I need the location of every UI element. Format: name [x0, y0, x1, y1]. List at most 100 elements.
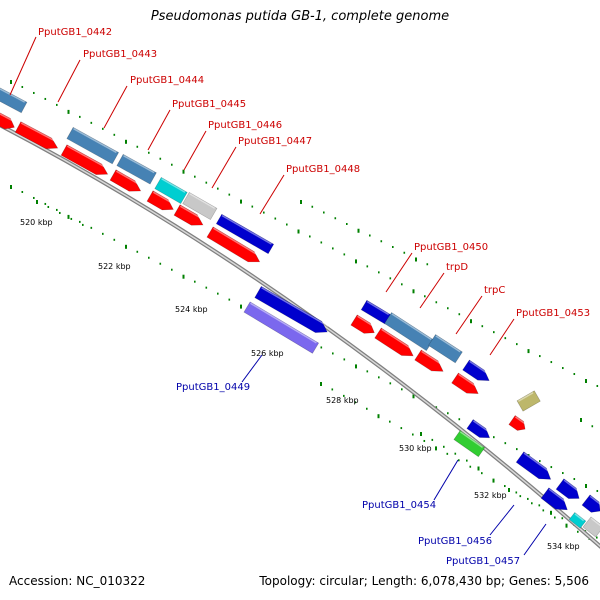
tick-mark-4-3	[354, 401, 357, 404]
tick-mark-0-33	[389, 277, 392, 280]
repeat-region-highlight	[517, 392, 534, 402]
tick-label-534: 534 kbp	[547, 542, 580, 551]
tick-mark-0-11	[136, 145, 139, 148]
tick-mark-1-8	[102, 232, 104, 235]
tick-mark-0-35	[412, 289, 415, 294]
tick-mark-0-1	[21, 85, 24, 88]
cds-arrow-0453a	[451, 372, 480, 394]
cds-arrow-0447-highlight	[179, 205, 205, 221]
cds-arrow-0443	[14, 121, 59, 150]
tick-label-522: 522 kbp	[98, 262, 131, 271]
repeat-region	[516, 390, 541, 412]
tick-mark-4-16	[504, 485, 506, 488]
tick-mark-0-37	[435, 301, 438, 304]
gene-label-pputgb1-0453[interactable]: PputGB1_0453	[516, 308, 590, 319]
gene-block-0442	[0, 86, 28, 114]
gene-label-trpc[interactable]: trpC	[484, 285, 505, 296]
rna-block-0445-highlight	[161, 178, 186, 193]
tick-mark-1-16	[194, 280, 196, 283]
cds-arrow-trpc-shape	[414, 349, 444, 372]
tick-mark-1-44	[516, 448, 518, 451]
tick-mark-0-9	[113, 133, 116, 136]
tick-mark-1-19	[228, 298, 231, 301]
repeat-region-shape	[516, 390, 541, 412]
tick-mark-0-0	[10, 80, 12, 84]
tick-mark-6-4	[554, 516, 556, 519]
cds-arrow-0445-highlight	[115, 170, 142, 187]
gene-label-pputgb1-0446[interactable]: PputGB1_0446	[208, 120, 282, 131]
tick-mark-0-29	[343, 253, 346, 256]
cds-arrow-0446	[146, 190, 175, 211]
reverse-gene-0456a-shape	[555, 478, 580, 499]
tick-mark-0-48	[562, 367, 564, 370]
tick-mark-7-0	[580, 418, 582, 422]
tick-mark-1-32	[378, 376, 380, 379]
tick-label-524: 524 kbp	[175, 305, 208, 314]
gene-label-pputgb1-0450[interactable]: PputGB1_0450	[414, 242, 488, 253]
gene-label-pputgb1-0449[interactable]: PputGB1_0449	[176, 382, 250, 393]
tick-mark-0-25	[297, 229, 300, 234]
gene-block-0450-shape	[360, 299, 392, 325]
tick-mark-1-29	[343, 358, 346, 361]
gene-label-trpd[interactable]: trpD	[446, 262, 468, 273]
tick-mark-0-45	[527, 349, 530, 354]
tick-mark-1-6	[79, 220, 81, 223]
tick-mark-1-10	[125, 244, 127, 249]
gene-label-pputgb1-0457[interactable]: PputGB1_0457	[446, 556, 520, 567]
label-connector-2	[103, 85, 128, 129]
reverse-gene-0454	[466, 419, 492, 439]
cds-arrow-0443-highlight	[20, 122, 59, 144]
tick-mark-0-4	[56, 103, 58, 106]
cds-arrow-0453a-highlight	[458, 373, 480, 390]
tick-mark-0-27	[320, 241, 323, 244]
tick-mark-4-24	[596, 536, 598, 539]
cds-arrow-0444	[60, 144, 109, 175]
tick-mark-3-4	[346, 223, 348, 225]
tick-mark-1-37	[435, 406, 438, 409]
tick-mark-4-17	[515, 491, 518, 494]
tick-label-526: 526 kbp	[251, 349, 284, 358]
tick-mark-1-2	[33, 196, 35, 199]
tick-mark-1-33	[389, 382, 392, 385]
label-connector-10	[489, 318, 515, 356]
gene-label-pputgb1-0443[interactable]: PputGB1_0443	[83, 49, 157, 60]
gene-label-pputgb1-0442[interactable]: PputGB1_0442	[38, 27, 112, 38]
reverse-gene-0456b-highlight	[548, 488, 570, 505]
gene-block-0444-shape	[116, 153, 157, 185]
other-block-0457-shape	[582, 516, 600, 538]
tick-mark-4-21	[561, 517, 564, 520]
tick-mark-1-35	[412, 394, 415, 399]
tick-mark-1-14	[171, 268, 173, 271]
gene-label-pputgb1-0448[interactable]: PputGB1_0448	[286, 164, 360, 175]
tick-mark-2-0	[36, 200, 38, 204]
cds-arrow-0450-shape	[350, 314, 375, 334]
gene-label-pputgb1-0447[interactable]: PputGB1_0447	[238, 136, 312, 147]
reverse-gene-0453	[462, 359, 491, 381]
cds-arrow-trpd	[374, 327, 415, 357]
reverse-gene-0449	[254, 285, 329, 333]
tick-mark-3-7	[380, 240, 383, 243]
tick-mark-5-2	[443, 445, 445, 448]
tick-mark-5-4	[466, 459, 468, 462]
gene-label-pputgb1-0444[interactable]: PputGB1_0444	[130, 75, 204, 86]
label-connector-0	[9, 36, 37, 96]
reverse-gene-0456a-highlight	[563, 479, 582, 494]
tick-mark-0-7	[90, 121, 93, 124]
gene-label-pputgb1-0445[interactable]: PputGB1_0445	[172, 99, 246, 110]
reverse-gene-0456b-shape	[540, 487, 568, 511]
misc-feature-0454-shape	[453, 430, 486, 458]
cds-arrow-0444-highlight	[66, 145, 109, 170]
label-connector-6	[259, 174, 285, 215]
tick-mark-1-30	[355, 364, 357, 369]
tick-mark-1-3	[44, 202, 47, 205]
tick-mark-0-36	[424, 295, 426, 298]
reverse-cds-0449-highlight	[250, 302, 317, 344]
label-connector-5	[211, 146, 237, 189]
gene-label-pputgb1-0456[interactable]: PputGB1_0456	[418, 536, 492, 547]
gene-label-pputgb1-0454[interactable]: PputGB1_0454	[362, 500, 436, 511]
tick-mark-1-50	[585, 484, 587, 488]
tick-mark-4-15	[492, 478, 495, 483]
label-connector-4	[183, 130, 207, 171]
tick-mark-1-12	[148, 256, 150, 259]
